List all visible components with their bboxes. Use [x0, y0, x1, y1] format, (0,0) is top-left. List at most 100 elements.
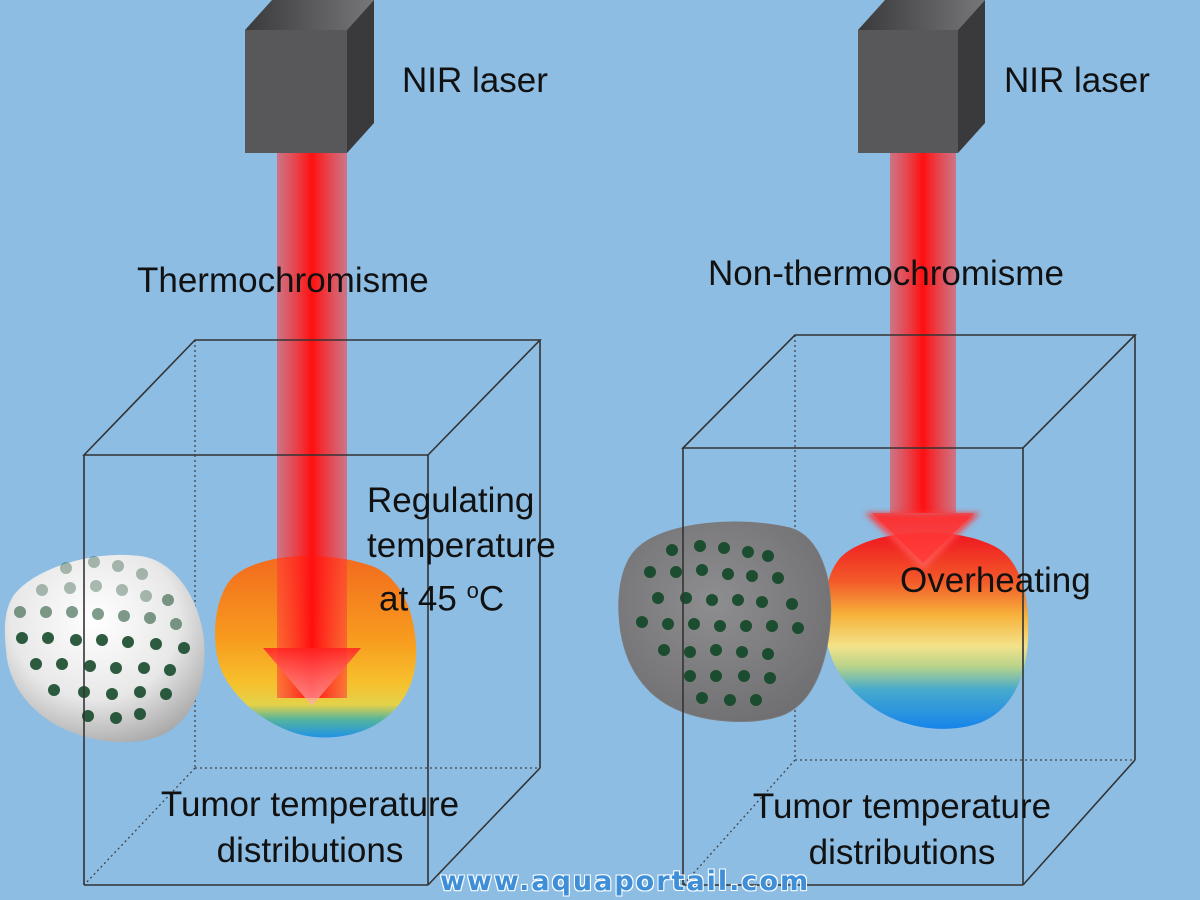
cell-dot	[710, 670, 722, 682]
cell-dot	[110, 712, 122, 724]
cell-dot	[666, 544, 678, 556]
cell-dot	[722, 568, 734, 580]
cell-dot	[738, 670, 750, 682]
cell-dot	[42, 632, 54, 644]
cell-dot	[732, 594, 744, 606]
cell-dot	[136, 568, 148, 580]
cell-dot	[36, 584, 48, 596]
cell-dot	[60, 562, 72, 574]
cell-dot	[636, 616, 648, 628]
cell-dot	[670, 566, 682, 578]
cell-dot	[150, 638, 162, 650]
right-tumor-shape	[824, 532, 1029, 729]
right-normal-tissue	[618, 521, 832, 722]
left-annotation-at: at 45	[379, 579, 467, 619]
cell-dot	[644, 566, 656, 578]
cell-dot	[30, 658, 42, 670]
cell-dot	[718, 542, 730, 554]
cell-dot	[96, 634, 108, 646]
cell-dot	[70, 634, 82, 646]
cell-dot	[164, 664, 176, 676]
cell-dot	[66, 606, 78, 618]
cell-dot	[82, 710, 94, 722]
cell-dot	[750, 694, 762, 706]
cell-dot	[662, 618, 674, 630]
cell-dot	[170, 618, 182, 630]
right-laser-box	[858, 0, 985, 153]
cell-dot	[762, 648, 774, 660]
cell-dot	[756, 596, 768, 608]
cell-dot	[710, 644, 722, 656]
cell-dot	[688, 618, 700, 630]
left-annotation-degree: o	[466, 578, 479, 603]
right-mode-label: Non-thermochromisme	[708, 254, 1064, 293]
left-laser-beam	[277, 153, 347, 698]
cell-dot	[696, 692, 708, 704]
cell-dot	[16, 632, 28, 644]
right-laser-beam	[890, 153, 956, 513]
left-annotation-line-3: at 45 oC	[367, 568, 556, 622]
cell-dot	[684, 646, 696, 658]
right-box-front-edges	[681, 334, 1137, 886]
cell-dot	[90, 580, 102, 592]
cell-dot	[746, 570, 758, 582]
left-box-front-edges	[82, 339, 542, 886]
left-tumor-label-line-2: distributions	[216, 831, 404, 870]
cell-dot	[40, 606, 52, 618]
cell-dot	[762, 550, 774, 562]
cell-dot	[740, 620, 752, 632]
left-annotation-line-1: Regulating	[367, 481, 535, 520]
cell-dot	[652, 592, 664, 604]
cell-dot	[162, 594, 174, 606]
cell-dot	[786, 598, 798, 610]
cell-dot	[122, 636, 134, 648]
cell-dot	[48, 684, 60, 696]
left-laser-label: NIR laser	[402, 61, 548, 100]
right-laser-label: NIR laser	[1004, 61, 1150, 100]
cell-dot	[134, 686, 146, 698]
right-tumor-label-line-2: distributions	[808, 833, 996, 872]
cell-dot	[766, 620, 778, 632]
right-tumor-label: Tumor temperature distributions	[722, 784, 1082, 876]
cell-dot	[714, 620, 726, 632]
cell-dot	[92, 608, 104, 620]
cell-dot	[684, 670, 696, 682]
cell-dot	[144, 612, 156, 624]
cell-dot	[742, 546, 754, 558]
cell-dot	[706, 594, 718, 606]
left-normal-tissue	[4, 554, 205, 743]
left-tumor-label: Tumor temperature distributions	[130, 782, 490, 874]
cell-dot	[110, 662, 122, 674]
watermark: www.aquaportail.com	[440, 866, 811, 897]
right-annotation: Overheating	[900, 561, 1091, 600]
cell-dot	[84, 660, 96, 672]
right-tumor-label-line-1: Tumor temperature	[752, 787, 1052, 826]
right-panel	[618, 0, 1137, 886]
right-cell-dots	[636, 540, 804, 706]
cell-dot	[134, 708, 146, 720]
cell-dot	[14, 606, 26, 618]
left-beam-arrowhead	[263, 648, 361, 706]
cell-dot	[658, 644, 670, 656]
left-laser-box	[245, 0, 374, 153]
right-box-back-edges	[682, 335, 1135, 886]
cell-dot	[680, 592, 692, 604]
cell-dot	[772, 572, 784, 584]
cell-dot	[118, 610, 130, 622]
cell-dot	[694, 540, 706, 552]
cell-dot	[106, 688, 118, 700]
cell-dot	[178, 642, 190, 654]
cell-dot	[792, 622, 804, 634]
left-annotation-line-2: temperature	[367, 526, 556, 565]
left-cell-dots	[14, 556, 190, 724]
cell-dot	[736, 646, 748, 658]
cell-dot	[56, 658, 68, 670]
left-panel	[4, 0, 542, 886]
cell-dot	[160, 688, 172, 700]
left-annotation: Regulating temperature at 45 oC	[367, 478, 556, 622]
cell-dot	[140, 590, 152, 602]
cell-dot	[88, 556, 100, 568]
cell-dot	[764, 672, 776, 684]
